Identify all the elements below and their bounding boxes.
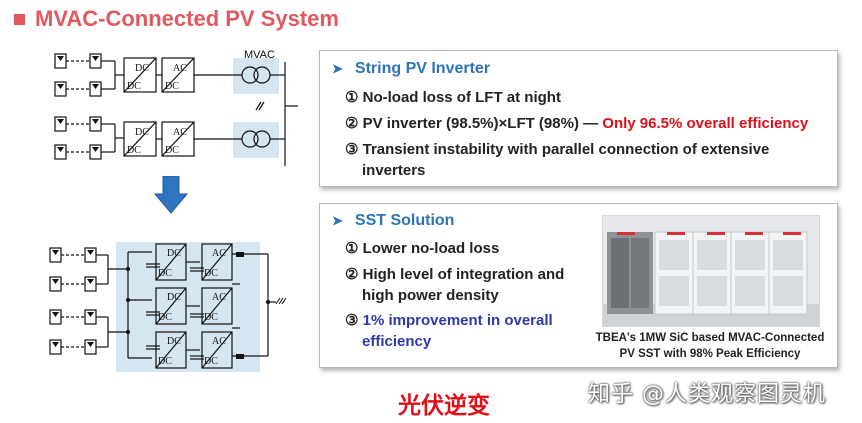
dc-label: DC: [167, 292, 181, 303]
ac-label: AC: [173, 63, 187, 74]
dc-label: DC: [165, 81, 179, 92]
down-arrow-icon: [154, 176, 188, 214]
dc-label: DC: [135, 63, 149, 74]
string-item-2: ② PV inverter (98.5%)×LFT (98%) — Only 9…: [345, 115, 809, 132]
watermark: 知乎 @人类观察图灵机: [588, 382, 826, 407]
sst-diagram: DC DC AC DC DC DC AC DC DC DC AC DC: [49, 242, 287, 372]
string-inverter-heading: ➤String PV Inverter: [332, 60, 491, 77]
string-inverter-diagram: DC DC AC DC DC DC AC DC MVAC: [54, 49, 298, 166]
dc-label: DC: [204, 312, 218, 323]
dc-label: DC: [158, 356, 172, 367]
string-inverter-panel: ➤String PV Inverter ① No-load loss of LF…: [319, 50, 838, 187]
cabinet-illustration: [603, 216, 819, 326]
dc-label: DC: [167, 248, 181, 259]
efficiency-highlight: Only 96.5% overall efficiency: [602, 115, 809, 132]
dc-label: DC: [135, 127, 149, 138]
pv-inverter-label: 光伏逆变: [398, 393, 490, 419]
page-title: MVAC-Connected PV System: [14, 6, 339, 32]
string-item-3: ③ Transient instability with parallel co…: [345, 141, 770, 179]
dc-label: DC: [127, 145, 141, 156]
sst-item-1: ① Lower no-load loss: [345, 240, 500, 257]
sst-item-3: ③ 1% improvement in overall efficiency: [345, 312, 553, 350]
transformer-bg-2: [233, 122, 279, 158]
mvac-label: MVAC: [244, 49, 275, 61]
ac-label: AC: [173, 127, 187, 138]
transformer-bg-1: [233, 58, 279, 94]
sst-heading: ➤SST Solution: [332, 212, 455, 229]
ac-label: AC: [212, 248, 226, 259]
dc-label: DC: [167, 336, 181, 347]
dc-label: DC: [158, 268, 172, 279]
sst-cabinet-photo: [602, 215, 820, 327]
sst-item-2: ② High level of integration and high pow…: [345, 266, 565, 304]
dc-label: DC: [158, 312, 172, 323]
ac-label: AC: [212, 336, 226, 347]
dc-label: DC: [204, 268, 218, 279]
string-item-1: ① No-load loss of LFT at night: [345, 89, 561, 106]
page-title-text: MVAC-Connected PV System: [35, 6, 339, 31]
dc-label: DC: [204, 356, 218, 367]
ac-label: AC: [212, 292, 226, 303]
dc-label: DC: [127, 81, 141, 92]
dc-label: DC: [165, 145, 179, 156]
sst-photo-caption: TBEA's 1MW SiC based MVAC-Connected PV S…: [595, 332, 825, 360]
arrow-bullet-icon: ➤: [332, 61, 343, 76]
title-bullet: [14, 13, 25, 25]
arrow-bullet-icon: ➤: [332, 213, 343, 228]
